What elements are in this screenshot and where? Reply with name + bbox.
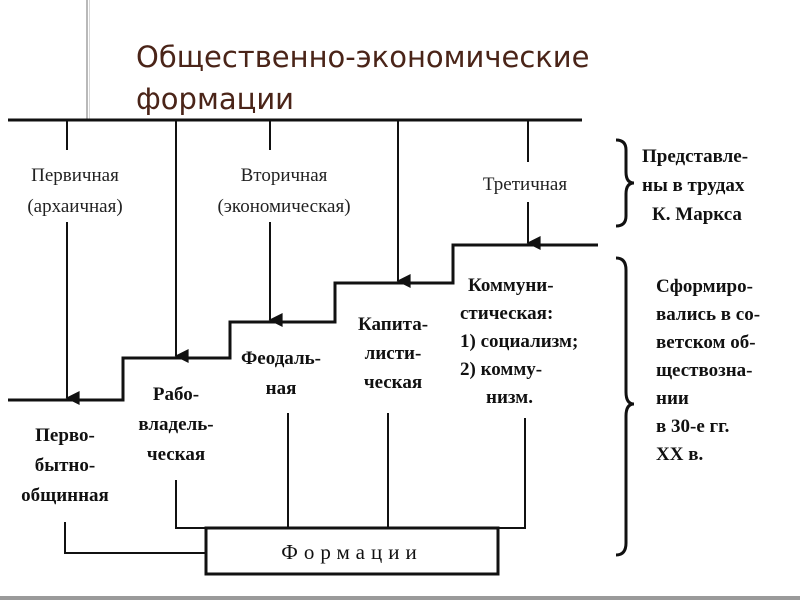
label-bg	[8, 150, 142, 222]
note-soviet: Сформиро-вались в со-ветском об-ществозн…	[656, 276, 760, 465]
formation-capitalist: Капита-листи-ческая	[358, 314, 428, 393]
slide-title: Общественно-экономические формации	[136, 36, 736, 120]
formation-communist: Коммуни-стическая:1) социализм;2) комму-…	[460, 275, 578, 408]
decor-bottom-bar	[0, 596, 800, 600]
title-line: формации	[136, 82, 295, 116]
connector-communist	[498, 418, 526, 529]
connector-primitive	[64, 522, 206, 554]
label-bg	[462, 162, 588, 202]
decor-line	[86, 0, 88, 120]
formations-box-label: Формации	[281, 540, 422, 564]
brace-soviet	[615, 256, 635, 557]
formation-feudal: Феодаль-ная	[241, 348, 321, 399]
title-line: Общественно-экономические	[136, 40, 590, 74]
brace-marx	[615, 138, 635, 228]
formations-box	[204, 526, 500, 576]
group-secondary-label: Вторичная(экономическая)	[217, 165, 350, 217]
group-primary-label: Первичная(архаичная)	[27, 165, 122, 217]
formation-primitive: Перво-бытно-общинная	[21, 425, 109, 506]
connector-slave	[175, 480, 206, 529]
label-bg	[188, 150, 380, 222]
formation-slave: Рабо-владель-ческая	[138, 384, 213, 465]
decor-line	[89, 0, 90, 120]
group-tertiary-label: Третичная	[483, 174, 567, 195]
